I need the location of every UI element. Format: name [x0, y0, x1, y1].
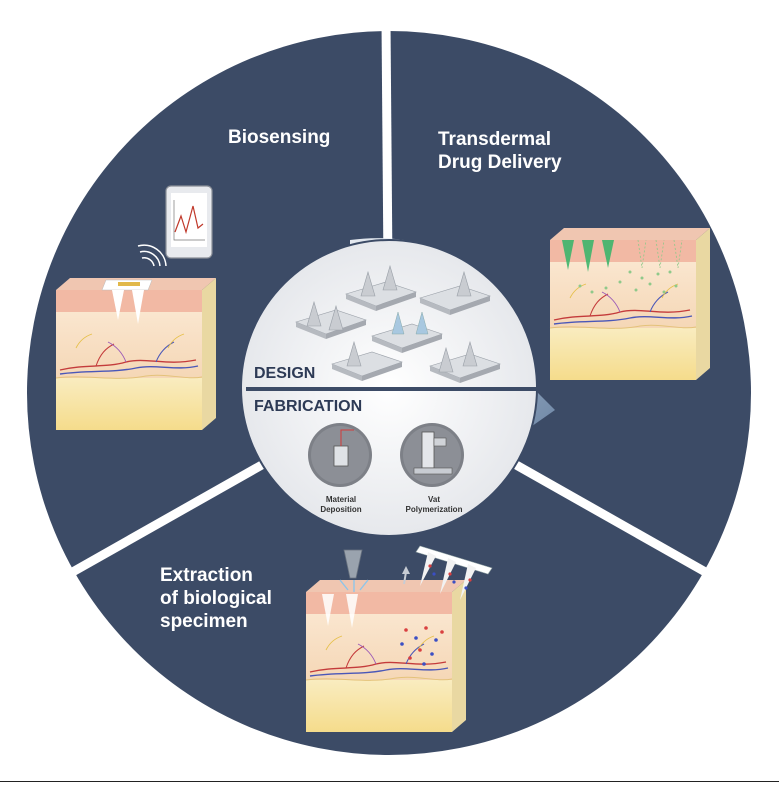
material-deposition-icon	[308, 423, 372, 487]
extraction-needle-array	[402, 545, 493, 600]
vat-polymerization-caption: Vat Polymerization	[396, 495, 472, 515]
skin-block-drug-delivery	[549, 227, 711, 381]
extraction-label: Extraction of biological specimen	[160, 564, 272, 633]
extraction-line-3: specimen	[160, 611, 248, 632]
material-deposition-caption: Material Deposition	[306, 495, 376, 515]
microneedle-patches	[295, 265, 501, 384]
transdermal-line-1: Transdermal	[438, 129, 551, 150]
design-label: DESIGN	[254, 365, 316, 382]
smartphone-icon	[165, 185, 213, 259]
transdermal-line-2: Drug Delivery	[438, 152, 562, 173]
extraction-line-1: Extraction	[160, 565, 253, 586]
transdermal-drug-delivery-label: Transdermal Drug Delivery	[438, 128, 562, 174]
pipette-tip-icon	[339, 549, 369, 592]
skin-block-biosensing	[55, 277, 217, 431]
skin-block-extraction	[305, 579, 467, 733]
biosensing-label: Biosensing	[228, 127, 331, 148]
vat-polymerization-icon	[400, 423, 464, 487]
vat-polymerization-line-1: Vat	[427, 495, 440, 504]
vat-polymerization-line-2: Polymerization	[405, 505, 463, 514]
fabrication-label: FABRICATION	[254, 398, 363, 415]
material-deposition-line-2: Deposition	[320, 505, 362, 514]
wireless-signal-icon	[137, 244, 167, 267]
extraction-line-2: of biological	[160, 588, 272, 609]
material-deposition-line-1: Material	[325, 495, 357, 504]
bottom-border	[0, 781, 779, 782]
